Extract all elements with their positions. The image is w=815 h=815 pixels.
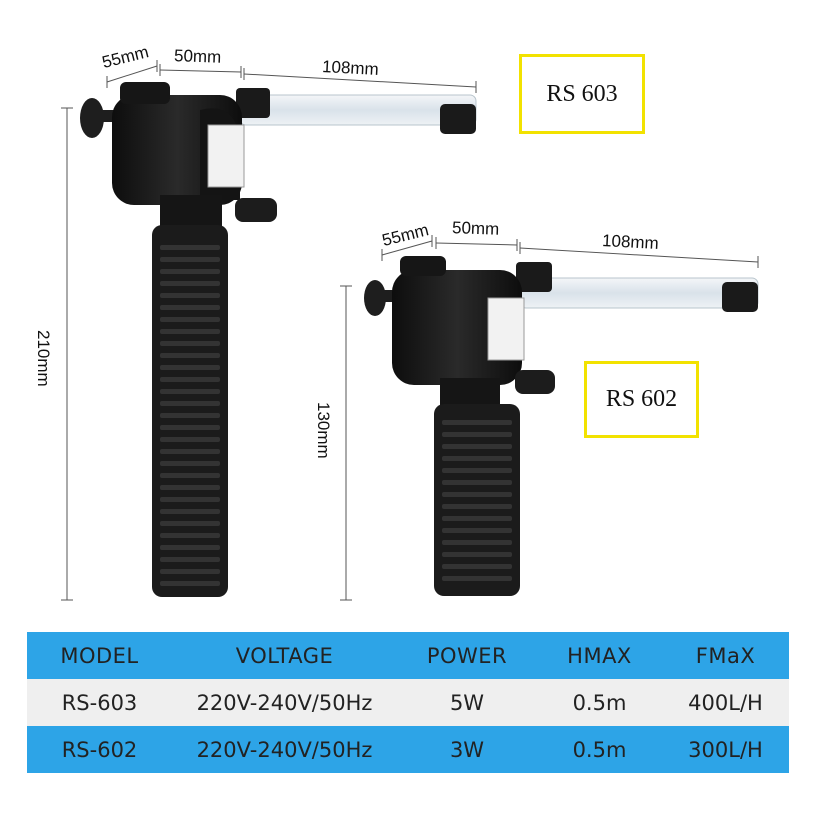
filter-slot (442, 480, 512, 485)
filter-slot (160, 353, 220, 358)
cell-model: RS-602 (61, 737, 138, 762)
cell-fmax: 400L/H (688, 690, 763, 715)
filter-slot (442, 456, 512, 461)
filter-slot (160, 269, 220, 274)
header-voltage: VOLTAGE (235, 643, 334, 668)
filter-slot (160, 305, 220, 310)
filter-slot (160, 473, 220, 478)
filter-slot (160, 485, 220, 490)
filter-slot (442, 420, 512, 425)
filter-slot (160, 365, 220, 370)
filter-slot (160, 521, 220, 526)
rs603-dim-width-back: 55mm (100, 42, 150, 72)
table-row: RS-602 220V-240V/50Hz 3W 0.5m 300L/H (27, 726, 789, 773)
rs602-dim-width-mid: 50mm (452, 218, 500, 239)
filter-slot (160, 557, 220, 562)
filter-slot (442, 576, 512, 581)
rs602-dim-width-back: 55mm (380, 220, 430, 250)
filter-slot (442, 468, 512, 473)
filter-slot (160, 533, 220, 538)
table-row: RS-603 220V-240V/50Hz 5W 0.5m 400L/H (27, 679, 789, 726)
filter-slot (160, 281, 220, 286)
filter-slot (160, 293, 220, 298)
header-model: MODEL (60, 643, 139, 668)
filter-slot (442, 444, 512, 449)
cell-power: 5W (449, 690, 485, 715)
filter-slot (160, 317, 220, 322)
rs603-dim-width-mid: 50mm (174, 46, 222, 67)
cell-voltage: 220V-240V/50Hz (196, 690, 373, 715)
filter-slot (160, 245, 220, 250)
header-hmax: HMAX (567, 643, 632, 668)
filter-slot (160, 569, 220, 574)
cell-fmax: 300L/H (688, 737, 763, 762)
filter-slot (442, 516, 512, 521)
cell-hmax: 0.5m (572, 737, 627, 762)
filter-slot (160, 377, 220, 382)
filter-slot (160, 449, 220, 454)
rs602-dim-height: 130mm (314, 402, 333, 459)
filter-slot (160, 425, 220, 430)
filter-slot (442, 492, 512, 497)
dimension-lines-rs602 (340, 235, 759, 601)
filter-slot (160, 581, 220, 586)
cell-model: RS-603 (61, 690, 138, 715)
header-power: POWER (426, 643, 508, 668)
cell-voltage: 220V-240V/50Hz (196, 737, 373, 762)
filter-slot (160, 461, 220, 466)
spec-table-header-row: MODEL VOLTAGE POWER HMAX FMaX (27, 632, 789, 679)
filter-slot (160, 257, 220, 262)
pump-rs602-drawing (364, 256, 759, 596)
rs603-dim-tube-length: 108mm (322, 57, 380, 79)
filter-slot (160, 401, 220, 406)
cell-hmax: 0.5m (572, 690, 627, 715)
cell-power: 3W (449, 737, 485, 762)
filter-slot (160, 413, 220, 418)
filter-slot (160, 329, 220, 334)
rs602-dim-tube-length: 108mm (602, 231, 660, 253)
filter-slot (160, 389, 220, 394)
filter-slot (442, 528, 512, 533)
header-fmax: FMaX (695, 643, 756, 668)
filter-slot (160, 437, 220, 442)
rs603-dim-height: 210mm (34, 330, 53, 387)
filter-slot (160, 509, 220, 514)
spec-table: MODEL VOLTAGE POWER HMAX FMaX RS-603 220… (27, 632, 789, 773)
dimension-lines-rs603 (61, 60, 477, 601)
pump-rs603-drawing (80, 82, 477, 597)
model-label-rs602: RS 602 (584, 361, 699, 438)
filter-slot (442, 564, 512, 569)
filter-slot (442, 432, 512, 437)
filter-slot (442, 504, 512, 509)
filter-slot (442, 552, 512, 557)
filter-slot (442, 540, 512, 545)
model-label-rs603: RS 603 (519, 54, 645, 134)
filter-slot (160, 545, 220, 550)
filter-slot (160, 341, 220, 346)
filter-slot (160, 497, 220, 502)
